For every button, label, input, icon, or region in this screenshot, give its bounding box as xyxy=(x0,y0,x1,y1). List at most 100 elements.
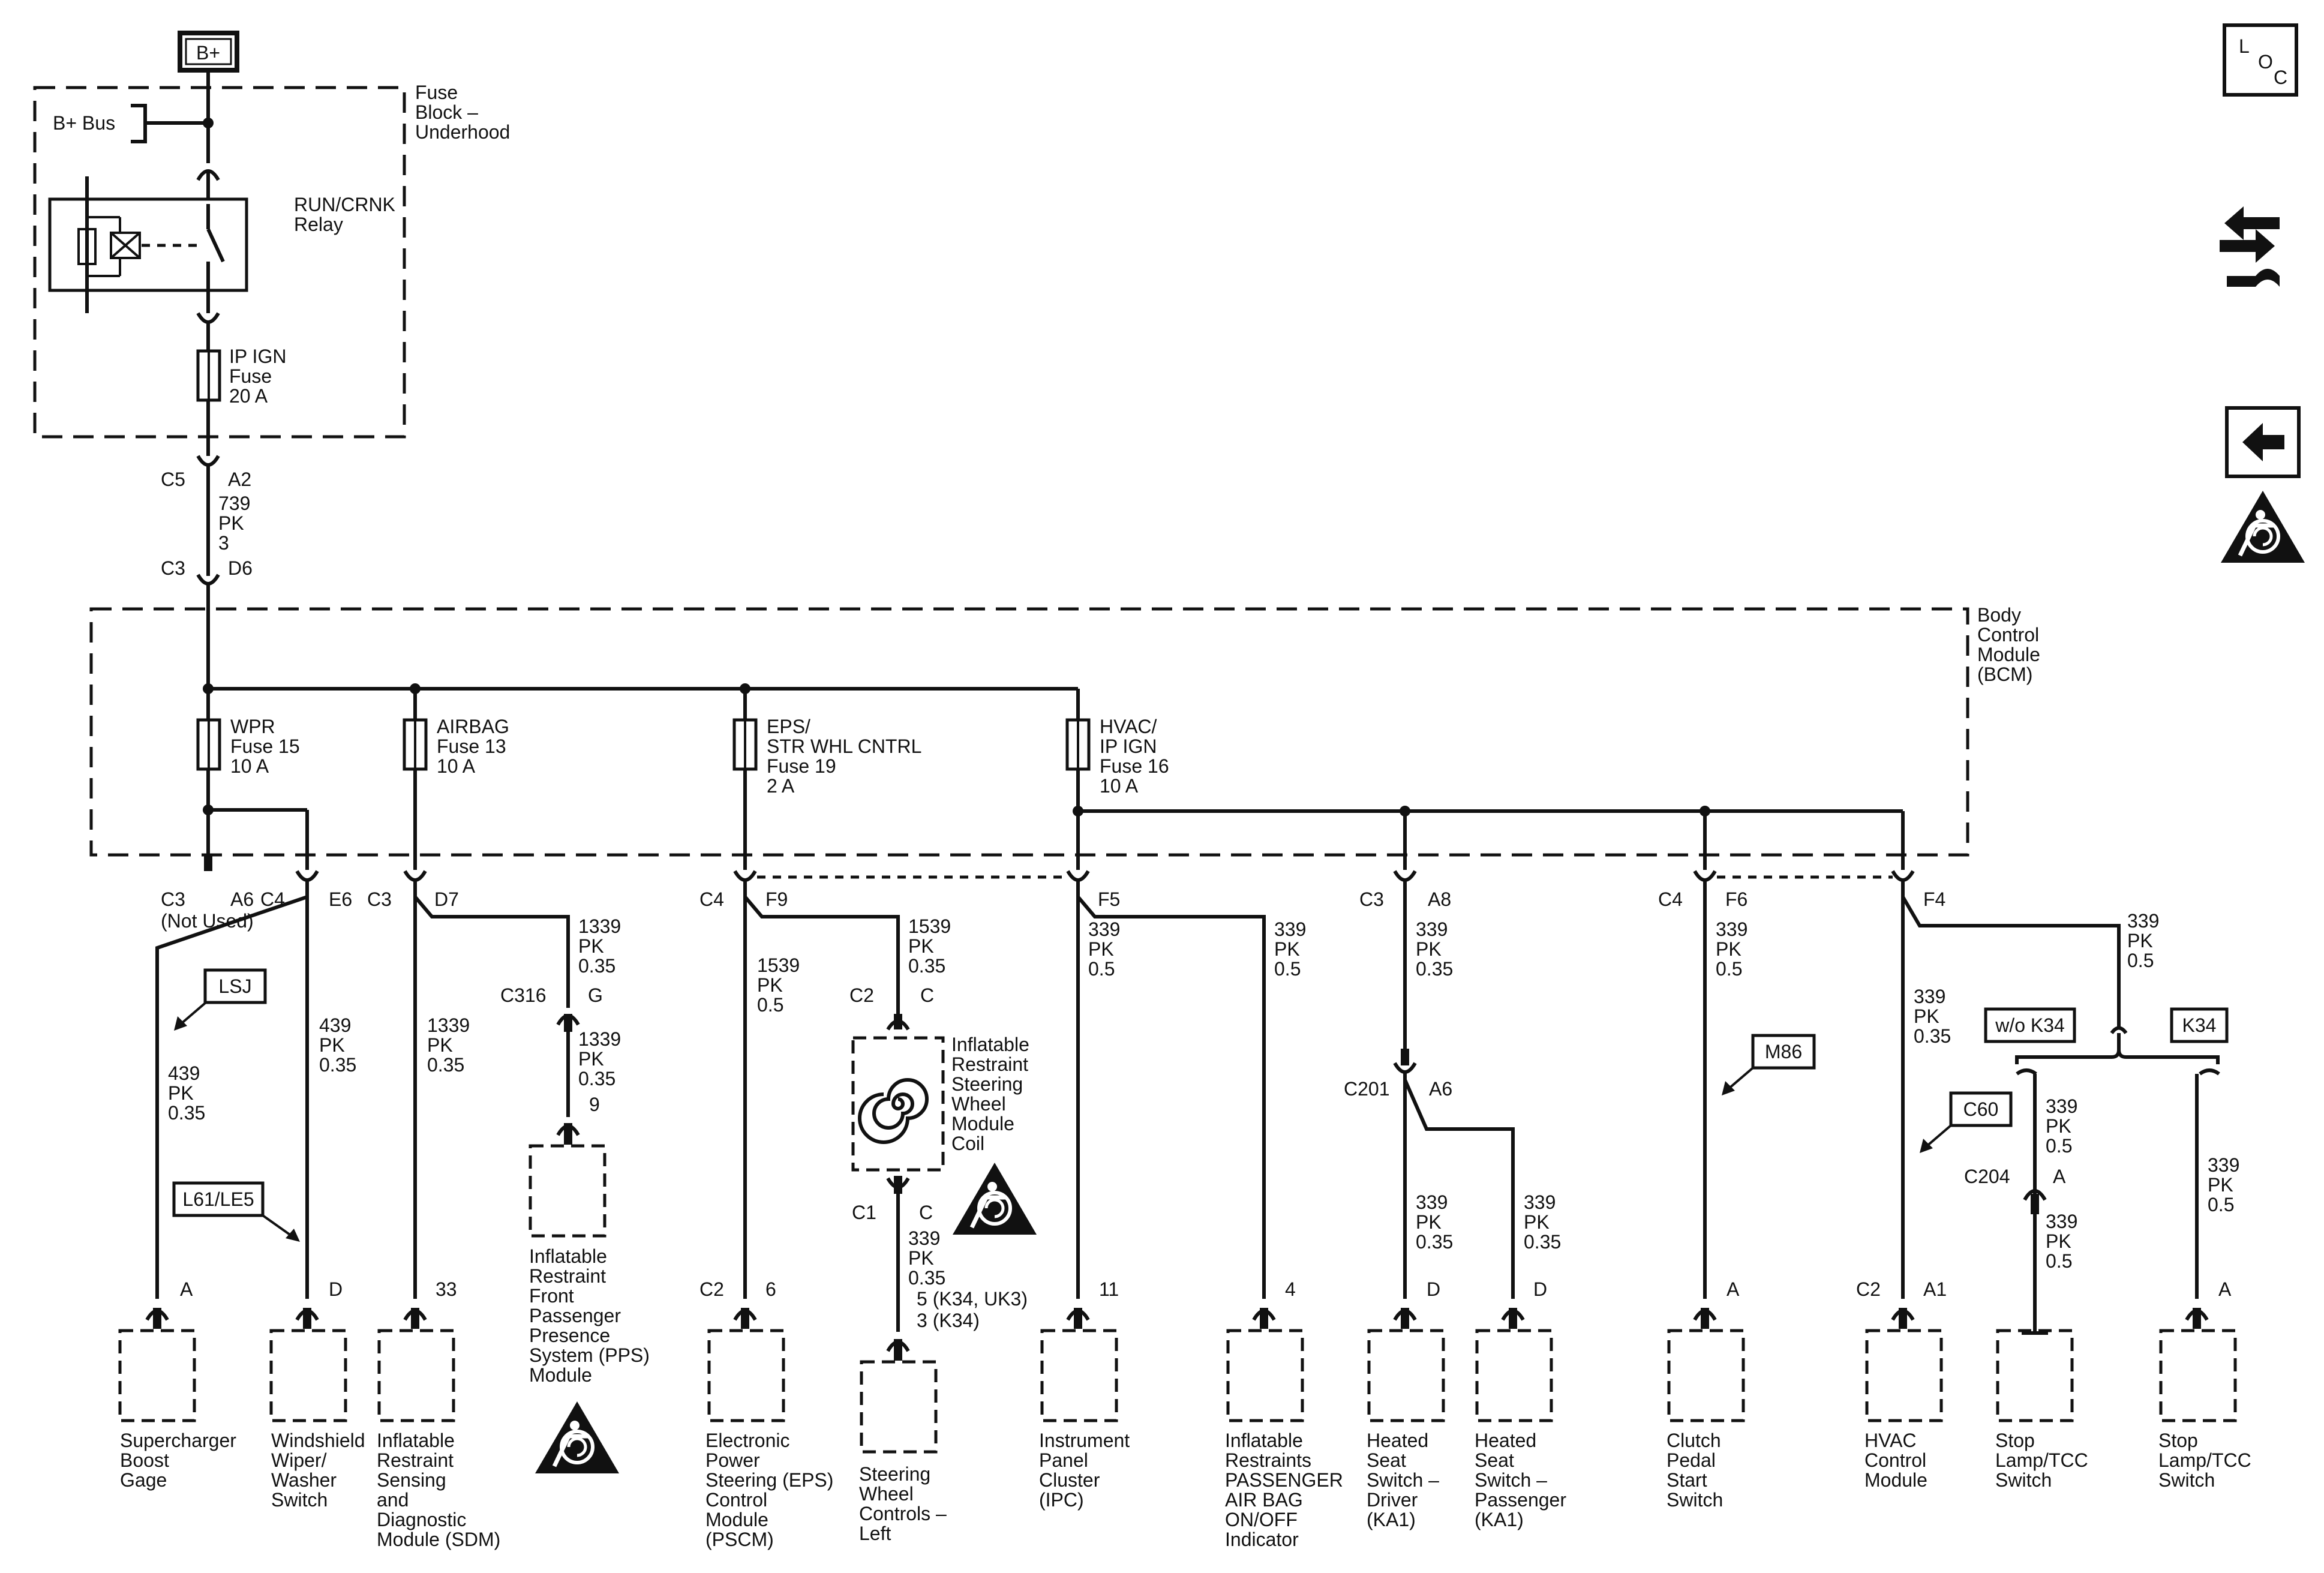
svg-text:Wheel: Wheel xyxy=(859,1483,914,1505)
svg-text:Fuse: Fuse xyxy=(229,365,272,387)
svg-text:Module: Module xyxy=(529,1364,592,1386)
svg-text:0.35: 0.35 xyxy=(1416,1231,1453,1253)
svg-text:F6: F6 xyxy=(1725,888,1747,910)
svg-text:PK: PK xyxy=(168,1082,194,1104)
svg-text:Cluster: Cluster xyxy=(1039,1469,1100,1491)
svg-text:33: 33 xyxy=(436,1278,457,1300)
svg-text:Heated: Heated xyxy=(1367,1430,1428,1451)
svg-text:PK: PK xyxy=(2046,1115,2071,1137)
svg-text:339: 339 xyxy=(2046,1095,2077,1117)
b-plus-label: B+ xyxy=(196,42,220,64)
loc-button[interactable]: L O C xyxy=(2223,23,2298,97)
svg-text:Presence: Presence xyxy=(529,1325,610,1346)
svg-text:PK: PK xyxy=(578,935,604,957)
svg-text:2 A: 2 A xyxy=(767,775,795,797)
svg-text:0.35: 0.35 xyxy=(319,1054,356,1076)
steering-wheel-coil: Inflatable Restraint Steering Wheel Modu… xyxy=(851,1034,1029,1172)
svg-text:339: 339 xyxy=(1524,1191,1556,1213)
svg-text:0.5: 0.5 xyxy=(2046,1250,2072,1272)
option-m86-label: M86 xyxy=(1722,1034,1816,1095)
svg-text:C60: C60 xyxy=(1963,1098,1999,1120)
run-crnk-relay: RUN/CRNK Relay xyxy=(48,176,395,313)
connector-view-button-icon xyxy=(2220,206,2280,287)
svg-text:(KA1): (KA1) xyxy=(1367,1509,1416,1530)
svg-text:Start: Start xyxy=(1667,1469,1707,1491)
svg-text:339: 339 xyxy=(2208,1154,2239,1176)
svg-text:PK: PK xyxy=(2208,1174,2233,1196)
svg-text:Switch: Switch xyxy=(2158,1469,2215,1491)
svg-text:M86: M86 xyxy=(1765,1041,1802,1062)
svg-text:339: 339 xyxy=(1088,918,1120,940)
heated-seat-switch-passenger: D Heated Seat Switch – Passenger (KA1) xyxy=(1475,1278,1566,1530)
svg-text:PK: PK xyxy=(427,1034,453,1056)
svg-text:Seat: Seat xyxy=(1367,1449,1406,1471)
svg-text:0.35: 0.35 xyxy=(1524,1231,1561,1253)
svg-text:Fuse 15: Fuse 15 xyxy=(230,736,300,757)
svg-text:0.35: 0.35 xyxy=(578,955,615,977)
svg-text:PK: PK xyxy=(1416,938,1442,960)
svg-text:G: G xyxy=(588,984,603,1006)
svg-text:Switch: Switch xyxy=(271,1489,328,1511)
svg-text:Sensing: Sensing xyxy=(377,1469,446,1491)
svg-text:1339: 1339 xyxy=(427,1014,470,1036)
svg-text:10 A: 10 A xyxy=(1100,775,1139,797)
svg-text:0.35: 0.35 xyxy=(427,1054,464,1076)
svg-text:C4: C4 xyxy=(699,888,724,910)
svg-text:0.35: 0.35 xyxy=(908,1267,945,1289)
svg-text:10 A: 10 A xyxy=(230,755,269,777)
svg-text:Steering: Steering xyxy=(859,1463,930,1485)
svg-text:F4: F4 xyxy=(1923,888,1945,910)
fuse-block-underhood: Fuse Block – Underhood B+ Bus RUN/CRNK xyxy=(33,70,510,456)
svg-text:339: 339 xyxy=(1416,918,1448,940)
svg-text:Heated: Heated xyxy=(1475,1430,1536,1451)
svg-text:Module: Module xyxy=(951,1113,1014,1134)
svg-text:C: C xyxy=(919,1202,933,1223)
svg-text:Controls –: Controls – xyxy=(859,1503,947,1524)
svg-text:0.35: 0.35 xyxy=(908,955,945,977)
svg-text:HVAC: HVAC xyxy=(1864,1430,1917,1451)
svg-text:F5: F5 xyxy=(1098,888,1120,910)
svg-text:Front: Front xyxy=(529,1285,574,1307)
svg-text:C2: C2 xyxy=(849,984,874,1006)
eps-control-module: C2 6 Electronic Power Steering (EPS) Con… xyxy=(699,1278,833,1550)
svg-text:F9: F9 xyxy=(765,888,788,910)
supercharger-boost-gage: A Supercharger Boost Gage xyxy=(118,1278,236,1491)
svg-text:339: 339 xyxy=(1416,1191,1448,1213)
svg-text:Inflatable: Inflatable xyxy=(529,1245,607,1267)
passenger-presence-system-module: 9 Inflatable Restraint Front Passenger P… xyxy=(529,1094,650,1473)
svg-text:A: A xyxy=(180,1278,193,1300)
connector-view-button[interactable] xyxy=(2220,206,2280,287)
eps-str-whl-cntrl-fuse-19: EPS/ STR WHL CNTRL Fuse 19 2 A xyxy=(732,716,921,797)
svg-text:Body: Body xyxy=(1977,604,2021,626)
svg-text:PK: PK xyxy=(1416,1211,1442,1233)
option-wo-k34-label: w/o K34 xyxy=(1984,1007,2076,1043)
svg-text:D: D xyxy=(1533,1278,1547,1300)
svg-text:System (PPS): System (PPS) xyxy=(529,1344,650,1366)
svg-text:Driver: Driver xyxy=(1367,1489,1418,1511)
svg-text:A6: A6 xyxy=(1429,1078,1452,1100)
svg-text:4: 4 xyxy=(1285,1278,1296,1300)
svg-text:0.5: 0.5 xyxy=(2046,1135,2072,1157)
svg-text:C: C xyxy=(2274,67,2287,88)
svg-text:C3: C3 xyxy=(161,888,185,910)
svg-text:339: 339 xyxy=(1716,918,1747,940)
svg-text:and: and xyxy=(377,1489,409,1511)
svg-text:Module: Module xyxy=(705,1509,768,1530)
svg-text:6: 6 xyxy=(765,1278,776,1300)
svg-text:D7: D7 xyxy=(434,888,459,910)
svg-text:0.35: 0.35 xyxy=(1416,958,1453,980)
back-button[interactable] xyxy=(2225,406,2301,478)
wpr-fuse-15: WPR Fuse 15 10 A xyxy=(196,716,300,777)
svg-text:Fuse 13: Fuse 13 xyxy=(437,736,506,757)
svg-text:Switch: Switch xyxy=(1995,1469,2052,1491)
wire-runs: 439 PK 0.35 439 PK 0.35 1339 PK 0.35 133… xyxy=(155,881,2239,1335)
svg-text:Coil: Coil xyxy=(951,1133,984,1154)
airbag-warning-button[interactable] xyxy=(2221,491,2305,563)
inflatable-restraint-sdm: 33 Inflatable Restraint Sensing and Diag… xyxy=(377,1278,500,1550)
svg-text:C5: C5 xyxy=(161,469,185,490)
svg-text:0.35: 0.35 xyxy=(578,1068,615,1089)
svg-text:5 (K34, UK3): 5 (K34, UK3) xyxy=(917,1288,1028,1310)
b-plus-source: B+ xyxy=(178,31,239,73)
pps-airbag-warning-icon xyxy=(535,1401,619,1473)
